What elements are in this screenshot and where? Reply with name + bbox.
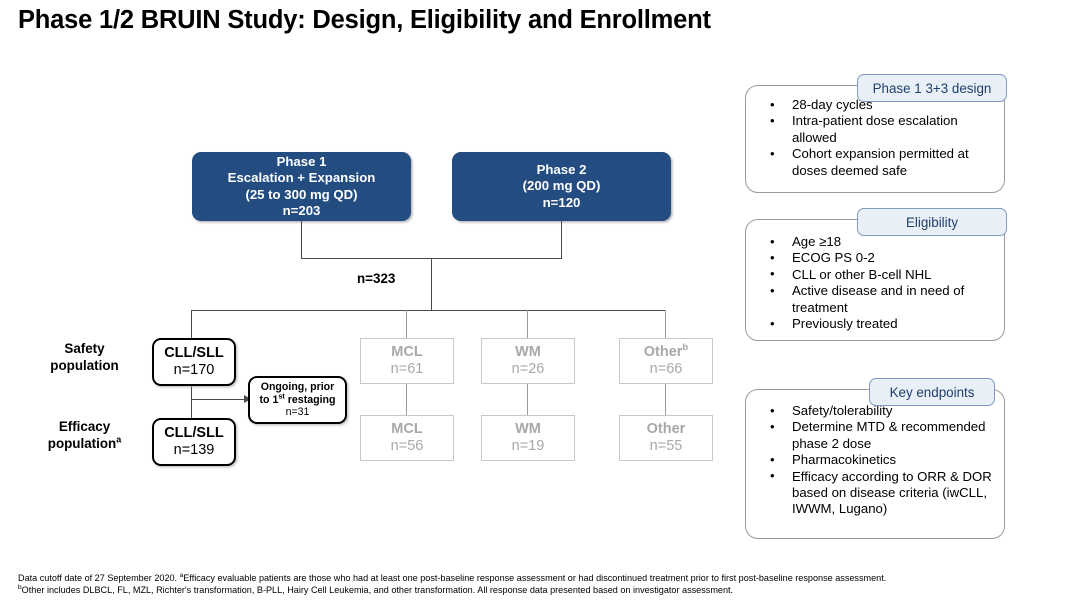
row-label-safety: Safety population [22, 341, 147, 374]
connector-phase2-drop [561, 221, 562, 258]
connector-distribution-bar [191, 310, 666, 311]
connector-drop-mcl-safety [406, 310, 407, 338]
box-wm-efficacy-n: n=19 [511, 438, 545, 454]
callout-item: Age ≥18 [746, 233, 1004, 250]
callout-item: 28-day cycles [746, 96, 1004, 113]
phase-2-line1: Phase 2 [536, 161, 587, 177]
phase-1-line1: Phase 1 [276, 153, 327, 169]
connector-center-drop [431, 258, 432, 310]
box-cll-sll-safety-label: CLL/SLL [164, 345, 224, 361]
connector-mcl-safety-to-efficacy [406, 382, 407, 415]
box-wm-safety: WM n=26 [481, 338, 575, 384]
connector-wm-safety-to-efficacy [527, 382, 528, 415]
callout-item: Intra-patient dose escalation allowed [746, 113, 1004, 146]
safety-label-line2: population [50, 357, 119, 373]
box-wm-efficacy: WM n=19 [481, 415, 575, 461]
callout-tab-key-endpoints: Key endpoints [869, 378, 995, 406]
callout-item: ECOG PS 0-2 [746, 250, 1004, 267]
callout-item: CLL or other B-cell NHL [746, 266, 1004, 283]
box-wm-safety-label: WM [515, 344, 541, 360]
ongoing-line2: to 1st restaging [259, 390, 336, 407]
callout-key-endpoints: Safety/tolerability Determine MTD & reco… [745, 389, 1005, 539]
phase-1-box: Phase 1 Escalation + Expansion (25 to 30… [192, 152, 411, 221]
box-cll-sll-efficacy-n: n=139 [173, 442, 215, 458]
safety-label-line1: Safety [64, 341, 105, 356]
callout-eligibility: Age ≥18 ECOG PS 0-2 CLL or other B-cell … [745, 219, 1005, 341]
box-mcl-efficacy: MCL n=56 [360, 415, 454, 461]
callout-item: Active disease and in need of treatment [746, 283, 1004, 316]
callout-item: Efficacy according to ORR & DOR based on… [746, 468, 1004, 518]
phase-1-line4: n=203 [282, 203, 321, 218]
footnote-line-2: bOther includes DLBCL, FL, MZL, Richter'… [18, 583, 734, 597]
connector-drop-wm-safety [527, 310, 528, 338]
box-other-safety-n: n=66 [649, 361, 683, 377]
connector-drop-other-safety [665, 310, 666, 338]
box-mcl-safety-n: n=61 [390, 361, 424, 377]
callout-item: Pharmacokinetics [746, 452, 1004, 469]
box-wm-safety-n: n=26 [511, 361, 545, 377]
box-cll-sll-safety: CLL/SLL n=170 [152, 338, 236, 386]
ongoing-line2a: to 1 [259, 393, 279, 406]
page-title: Phase 1/2 BRUIN Study: Design, Eligibili… [18, 6, 711, 34]
connector-arrow-to-ongoing [191, 399, 247, 401]
box-cll-sll-efficacy-label: CLL/SLL [164, 425, 224, 441]
callout-phase-1-design: 28-day cycles Intra-patient dose escalat… [745, 85, 1005, 193]
efficacy-label-line1: Efficacy [58, 419, 111, 434]
ongoing-line2-sup: st [278, 390, 285, 400]
callout-item: Safety/tolerability [746, 402, 1004, 419]
box-cll-sll-safety-n: n=170 [173, 362, 215, 378]
footnote-2-sup: b [18, 583, 22, 591]
footnote-1-sup: a [179, 571, 184, 579]
ongoing-line1: Ongoing, prior [260, 380, 335, 393]
box-other-efficacy: Other n=55 [619, 415, 713, 461]
phase-2-line2: (200 mg QD) [522, 178, 601, 194]
phase-1-line2: Escalation + Expansion [227, 170, 376, 185]
box-other-efficacy-n: n=55 [649, 438, 683, 454]
box-cll-sll-efficacy: CLL/SLL n=139 [152, 418, 236, 466]
efficacy-label-line2: population [47, 435, 117, 451]
phase-1-line3: (25 to 300 mg QD) [245, 186, 358, 202]
box-mcl-efficacy-n: n=56 [390, 438, 424, 454]
box-mcl-safety: MCL n=61 [360, 338, 454, 384]
arrow-head-icon [244, 395, 251, 403]
callout-item: Determine MTD & recommended phase 2 dose [746, 419, 1004, 452]
box-mcl-safety-label: MCL [391, 344, 423, 360]
callout-item: Previously treated [746, 316, 1004, 333]
box-other-safety-sup: b [682, 342, 689, 354]
box-other-safety: Otherb n=66 [619, 338, 713, 384]
connector-drop-cll-safety [191, 310, 192, 338]
footnote-1-b: Efficacy evaluable patients are those wh… [183, 573, 887, 583]
box-ongoing-prior-restaging: Ongoing, prior to 1st restaging n=31 [248, 376, 347, 424]
footnote-line-1: Data cutoff date of 27 September 2020. a… [18, 571, 887, 585]
callout-item: Cohort expansion permitted at doses deem… [746, 146, 1004, 179]
efficacy-label-sup: a [116, 434, 122, 445]
phase-2-line3: n=120 [542, 194, 581, 210]
box-mcl-efficacy-label: MCL [391, 421, 423, 437]
footnote-1-a: Data cutoff date of 27 September 2020. [18, 573, 180, 583]
box-other-efficacy-label: Other [646, 421, 686, 437]
box-wm-efficacy-label: WM [515, 421, 541, 437]
box-other-safety-label: Other [643, 344, 683, 360]
connector-other-safety-to-efficacy [665, 382, 666, 415]
ongoing-line2b: restaging [284, 393, 336, 406]
total-n-label: n=323 [357, 271, 396, 286]
callout-tab-eligibility: Eligibility [857, 208, 1007, 236]
callout-tab-phase-1-design: Phase 1 3+3 design [857, 74, 1007, 102]
row-label-efficacy: Efficacy populationa [22, 419, 147, 452]
phase-2-box: Phase 2 (200 mg QD) n=120 [452, 152, 671, 221]
footnote-2-b: Other includes DLBCL, FL, MZL, Richter's… [21, 585, 734, 595]
connector-phase1-drop [301, 221, 302, 258]
ongoing-line3: n=31 [285, 406, 310, 419]
